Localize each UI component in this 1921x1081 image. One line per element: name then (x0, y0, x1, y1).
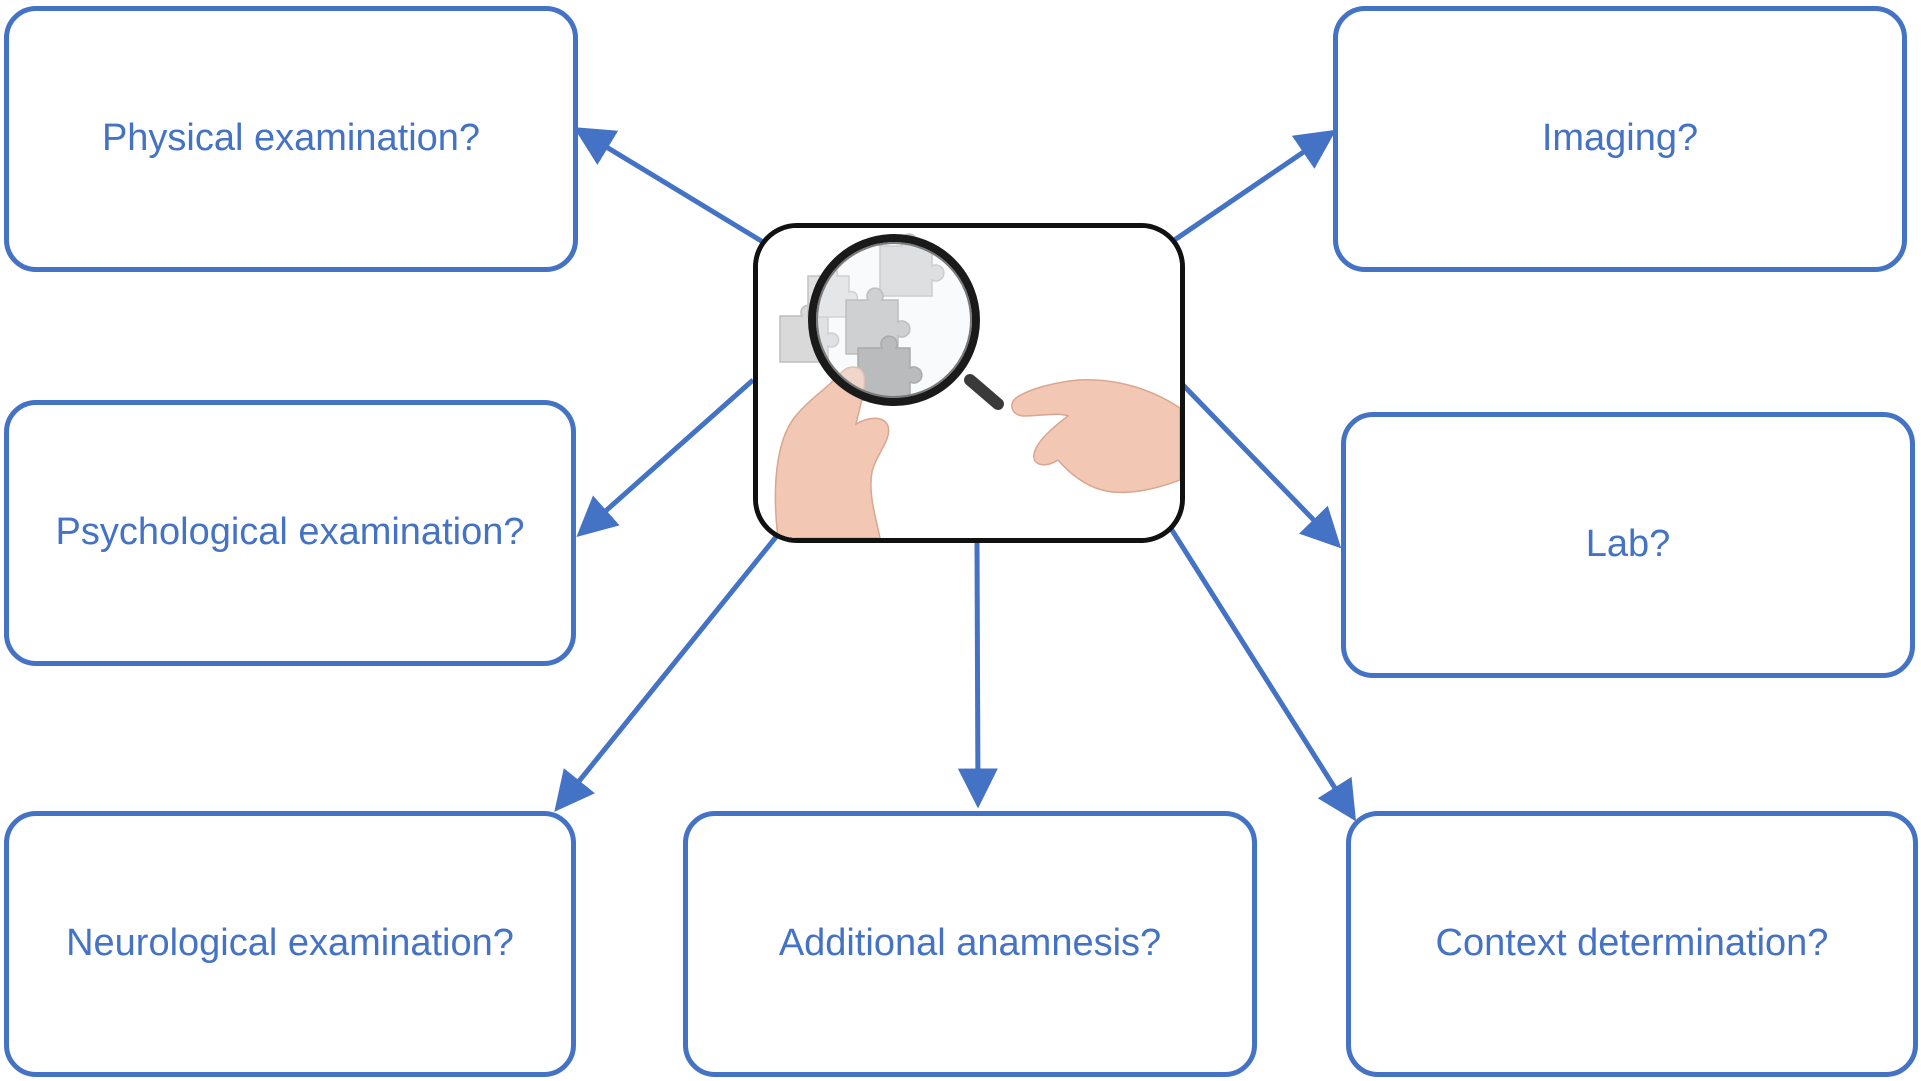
lab-box: Lab? (1341, 412, 1915, 678)
arrow-to-context-determination (1167, 525, 1357, 822)
lab-label: Lab? (1585, 523, 1671, 566)
neurological-examination-label: Neurological examination? (66, 922, 514, 965)
arrow-to-physical-examination (573, 127, 765, 245)
imaging-label: Imaging? (1541, 117, 1699, 160)
physical-examination-label: Physical examination? (101, 117, 481, 160)
psychological-examination-box: Psychological examination? (4, 400, 576, 666)
arrow-to-imaging (1171, 129, 1337, 244)
arrow-to-psychological-examination (576, 378, 755, 537)
additional-anamnesis-label: Additional anamnesis? (778, 922, 1162, 965)
imaging-box: Imaging? (1333, 6, 1907, 272)
neurological-examination-box: Neurological examination? (4, 811, 576, 1077)
arrow-to-lab (1181, 383, 1342, 549)
context-determination-box: Context determination? (1346, 811, 1918, 1077)
right-hand-icon (1011, 379, 1180, 494)
center-image-frame (753, 223, 1185, 543)
psychological-examination-label: Psychological examination? (55, 511, 525, 554)
magnifying-glass-icon (808, 234, 1004, 410)
left-hand-icon (774, 366, 890, 538)
additional-anamnesis-box: Additional anamnesis? (683, 811, 1257, 1077)
context-determination-label: Context determination? (1435, 922, 1829, 965)
arrow-to-neurological-examination (554, 530, 782, 812)
magnifying-glass-puzzle-image (758, 228, 1180, 538)
physical-examination-box: Physical examination? (4, 6, 578, 272)
arrow-to-additional-anamnesis (957, 542, 998, 809)
